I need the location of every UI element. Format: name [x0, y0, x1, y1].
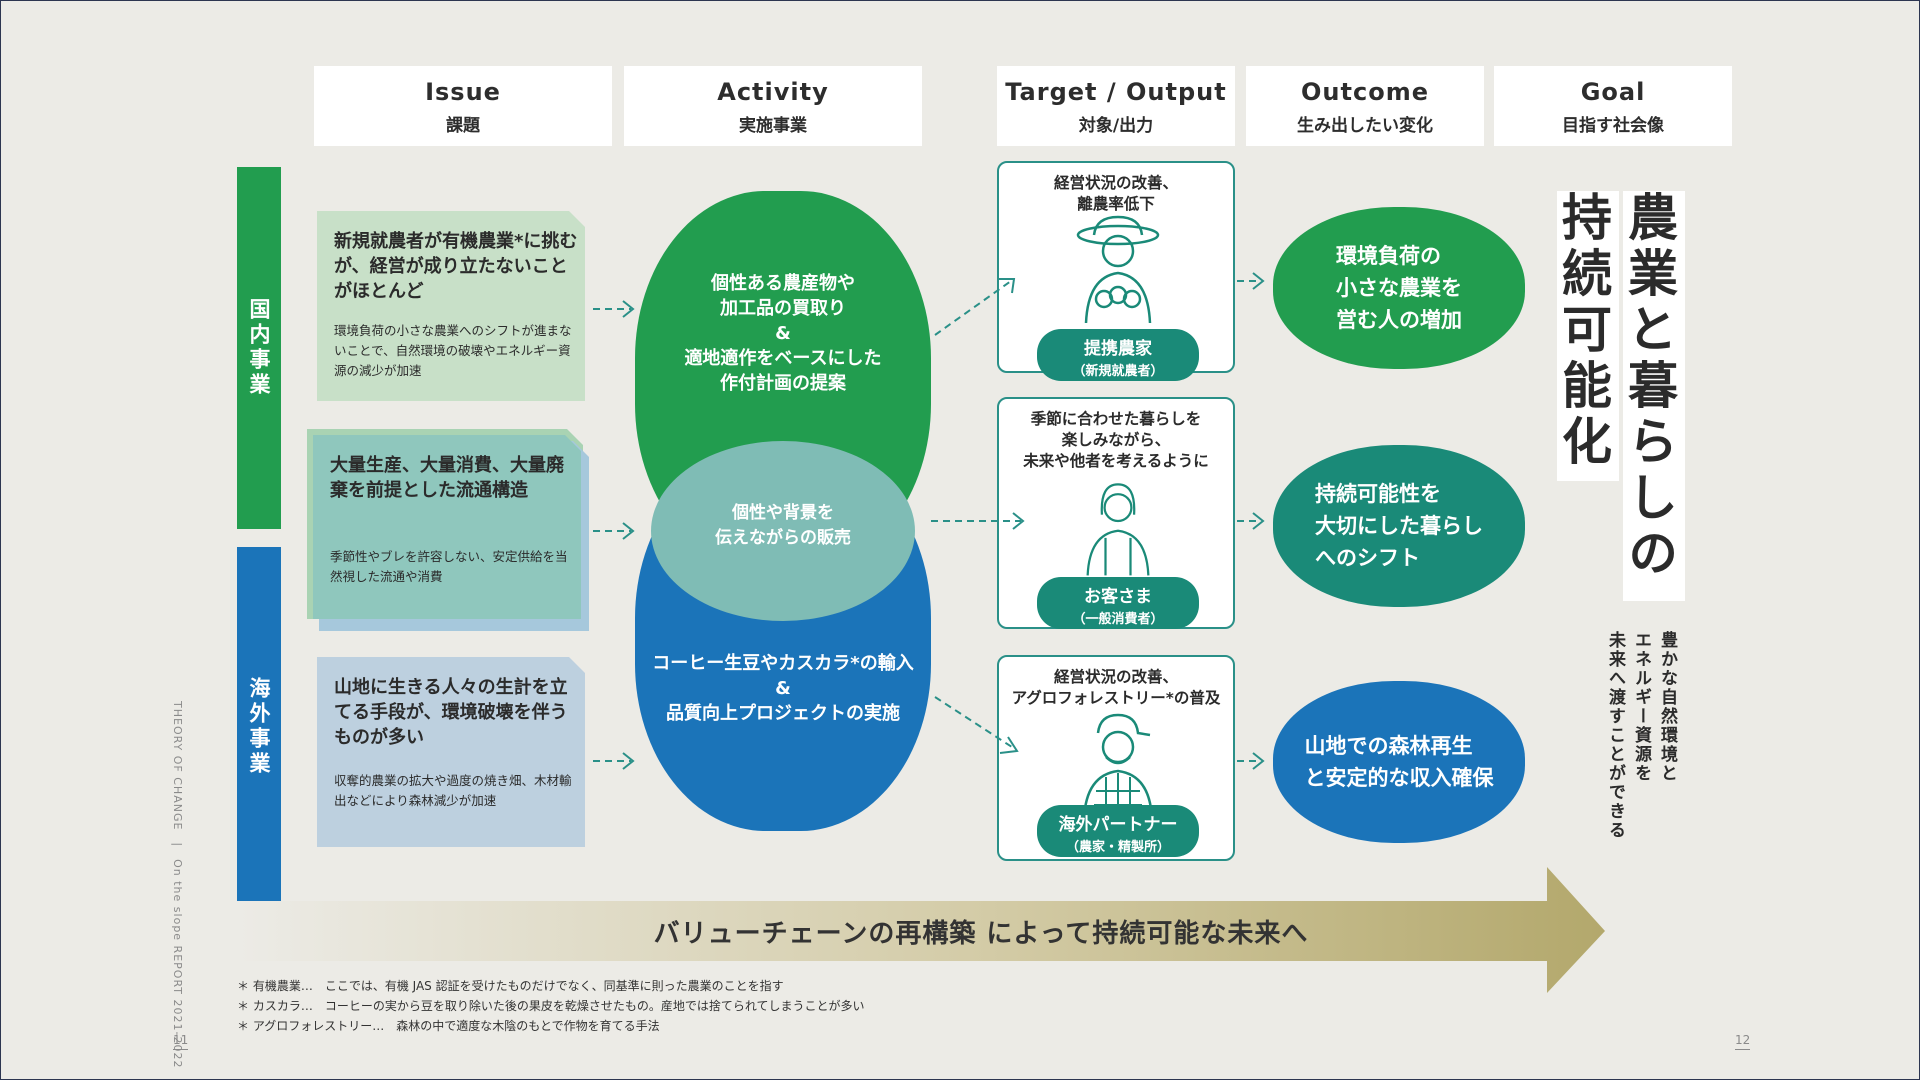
- footnote-2: ＊ カスカラ… コーヒーの実から豆を取り除いた後の果皮を乾燥させたもの。産地では…: [237, 999, 865, 1013]
- target-1-sub: （新規就農者）: [1072, 364, 1164, 379]
- target-1-pill: 提携農家 （新規就農者）: [1037, 329, 1199, 381]
- header-issue-en: Issue: [425, 78, 501, 106]
- band-overseas-label: 海外事業: [247, 677, 271, 777]
- goal-title-line-1: 農業と暮らしの: [1620, 191, 1685, 601]
- activity-overseas-text: コーヒー生豆やカスカラ*の輸入 & 品質向上プロジェクトの実施: [635, 651, 931, 726]
- target-3-sub: （農家・精製所）: [1065, 840, 1170, 855]
- activity-domestic-line-3: &: [775, 323, 791, 344]
- band-domestic: 国内事業: [237, 167, 281, 529]
- outcome-2-line-3: へのシフト: [1315, 546, 1420, 570]
- header-goal-ja: 目指す社会像: [1562, 116, 1664, 136]
- issue-3-title: 山地に生きる人々の生計を立てる手段が、環境破壊を伴うものが多い: [334, 677, 568, 748]
- outcome-3-text: 山地での森林再生 と安定的な収入確保: [1305, 730, 1494, 794]
- activity-overseas-line-2: &: [775, 678, 791, 699]
- connector-activity-1: [934, 280, 1012, 336]
- target-card-customer: 季節に合わせた暮らしを 楽しみながら、 未来や他者を考えるように お客さま （一…: [997, 397, 1235, 629]
- issue-1-title: 新規就農者が有機農業*に挑むが、経営が成り立たないことがほとんど: [334, 231, 578, 302]
- customer-illustration-icon: [1086, 483, 1150, 576]
- activity-domestic-line-5: 作付計画の提案: [720, 373, 846, 394]
- activity-overlap-line-1: 個性や背景を: [732, 503, 834, 523]
- value-chain-text: バリューチェーンの再構築 によって持続可能な未来へ: [653, 919, 1309, 949]
- outcome-2: 持続可能性を 大切にした暮らし へのシフト: [1273, 445, 1525, 607]
- activity-domestic-line-1: 個性ある農産物や: [711, 273, 855, 294]
- activity-overlap-text: 個性や背景を 伝えながらの販売: [651, 501, 915, 551]
- target-card-farmer: 経営状況の改善、 離農率低下 提携農家 （新規就農者）: [997, 161, 1235, 381]
- outcome-3-line-2: と安定的な収入確保: [1304, 766, 1494, 790]
- header-outcome-en: Outcome: [1301, 78, 1429, 106]
- band-overseas: 海外事業: [237, 547, 281, 907]
- outcome-1-text: 環境負荷の 小さな農業を 営む人の増加: [1336, 240, 1462, 336]
- footnote-3: ＊ アグロフォレストリー… 森林の中で適度な木陰のもとで作物を育てる手法: [237, 1019, 660, 1033]
- target-2-desc: 季節に合わせた暮らしを 楽しみながら、 未来や他者を考えるように: [999, 409, 1233, 472]
- header-activity: Activity 実施事業: [624, 66, 922, 146]
- header-issue: Issue 課題: [314, 66, 612, 146]
- target-1-desc: 経営状況の改善、 離農率低下: [999, 173, 1233, 215]
- header-goal-en: Goal: [1580, 78, 1646, 106]
- target-2-pill: お客さま （一般消費者）: [1037, 577, 1199, 629]
- activity-domestic-line-4: 適地適作をベースにした: [684, 348, 882, 369]
- footnote-1: ＊ 有機農業… ここでは、有機 JAS 認証を受けたものだけでなく、同基準に則っ…: [237, 979, 784, 993]
- target-1-desc-line-2: 離農率低下: [1077, 195, 1155, 213]
- issue-card-1: 新規就農者が有機農業*に挑むが、経営が成り立たないことがほとんど 環境負荷の小さ…: [317, 211, 585, 401]
- target-3-desc: 経営状況の改善、 アグロフォレストリー*の普及: [999, 667, 1233, 709]
- outcome-1-line-1: 環境負荷の: [1336, 244, 1441, 268]
- band-domestic-label: 国内事業: [247, 298, 271, 398]
- value-chain-arrow: [237, 867, 1605, 993]
- issue-3-desc: 収奪的農業の拡大や過度の焼き畑、木材輸出などにより森林減少が加速: [334, 773, 572, 808]
- target-2-desc-line-2: 楽しみながら、: [1061, 431, 1171, 449]
- outcome-2-line-2: 大切にした暮らし: [1315, 514, 1483, 538]
- activity-overseas-line-1: コーヒー生豆やカスカラ*の輸入: [652, 653, 914, 674]
- target-2-name: お客さま: [1084, 587, 1152, 607]
- activity-overseas-line-3: 品質向上プロジェクトの実施: [666, 703, 900, 724]
- outcome-2-line-1: 持続可能性を: [1315, 482, 1441, 506]
- target-3-pill: 海外パートナー （農家・精製所）: [1037, 805, 1199, 857]
- outcome-1-line-3: 営む人の増加: [1336, 308, 1462, 332]
- issue-1-desc: 環境負荷の小さな農業へのシフトが進まないことで、自然環境の破壊やエネルギー資源の…: [334, 323, 572, 378]
- header-issue-ja: 課題: [446, 116, 480, 136]
- outcome-1: 環境負荷の 小さな農業を 営む人の増加: [1273, 207, 1525, 369]
- target-2-desc-line-3: 未来や他者を考えるように: [1023, 452, 1209, 470]
- goal-sub-line-2: エネルギー資源を: [1631, 631, 1651, 783]
- outcome-3-line-1: 山地での森林再生: [1304, 734, 1473, 758]
- goal-sub-line-1: 豊かな自然環境と: [1657, 631, 1677, 783]
- header-target-en: Target / Output: [1005, 78, 1227, 106]
- header-activity-en: Activity: [717, 78, 829, 106]
- connector-activity-3: [934, 696, 1016, 750]
- header-activity-ja: 実施事業: [739, 116, 807, 136]
- target-1-desc-line-1: 経営状況の改善、: [1053, 174, 1178, 192]
- goal-sub-line-3: 未来へ渡すことができる: [1605, 631, 1625, 840]
- target-1-name: 提携農家: [1084, 339, 1152, 359]
- outcome-3: 山地での森林再生 と安定的な収入確保: [1273, 681, 1525, 843]
- header-goal: Goal 目指す社会像: [1494, 66, 1732, 146]
- outcome-1-line-2: 小さな農業を: [1336, 276, 1462, 300]
- target-3-name: 海外パートナー: [1058, 815, 1178, 835]
- issue-2-title: 大量生産、大量消費、大量廃棄を前提とした流通構造: [330, 455, 564, 501]
- issue-2-desc: 季節性やブレを許容しない、安定供給を当然視した流通や消費: [330, 549, 568, 584]
- activity-domestic-text: 個性ある農産物や 加工品の買取り & 適地適作をベースにした 作付計画の提案: [641, 271, 925, 396]
- activity-overlap-blob: [651, 441, 915, 621]
- page-number-left: 11: [173, 1033, 189, 1050]
- issue-card-3: 山地に生きる人々の生計を立てる手段が、環境破壊を伴うものが多い 収奪的農業の拡大…: [317, 657, 585, 847]
- header-outcome: Outcome 生み出したい変化: [1246, 66, 1484, 146]
- side-report-label: THEORY OF CHANGE | On the slope REPORT 2…: [171, 701, 184, 1069]
- page-number-right: 12: [1735, 1033, 1751, 1050]
- target-2-desc-line-1: 季節に合わせた暮らしを: [1030, 410, 1202, 428]
- issue-card-2: 大量生産、大量消費、大量廃棄を前提とした流通構造 季節性やブレを許容しない、安定…: [313, 435, 581, 619]
- target-3-desc-line-1: 経営状況の改善、: [1053, 668, 1178, 686]
- activity-overlap-line-2: 伝えながらの販売: [715, 528, 851, 548]
- header-target-ja: 対象/出力: [1078, 116, 1154, 136]
- header-target: Target / Output 対象/出力: [997, 66, 1235, 146]
- target-3-desc-line-2: アグロフォレストリー*の普及: [1011, 689, 1221, 707]
- target-card-partner: 経営状況の改善、 アグロフォレストリー*の普及 海外パートナー （農家・精製所）: [997, 655, 1235, 861]
- farmer-illustration-icon: [1076, 215, 1160, 324]
- outcome-2-text: 持続可能性を 大切にした暮らし へのシフト: [1315, 478, 1483, 574]
- header-outcome-ja: 生み出したい変化: [1297, 116, 1433, 136]
- activity-domestic-line-2: 加工品の買取り: [720, 298, 846, 319]
- goal-title-line-2: 持続可能化: [1554, 191, 1619, 481]
- target-2-sub: （一般消費者）: [1072, 612, 1164, 627]
